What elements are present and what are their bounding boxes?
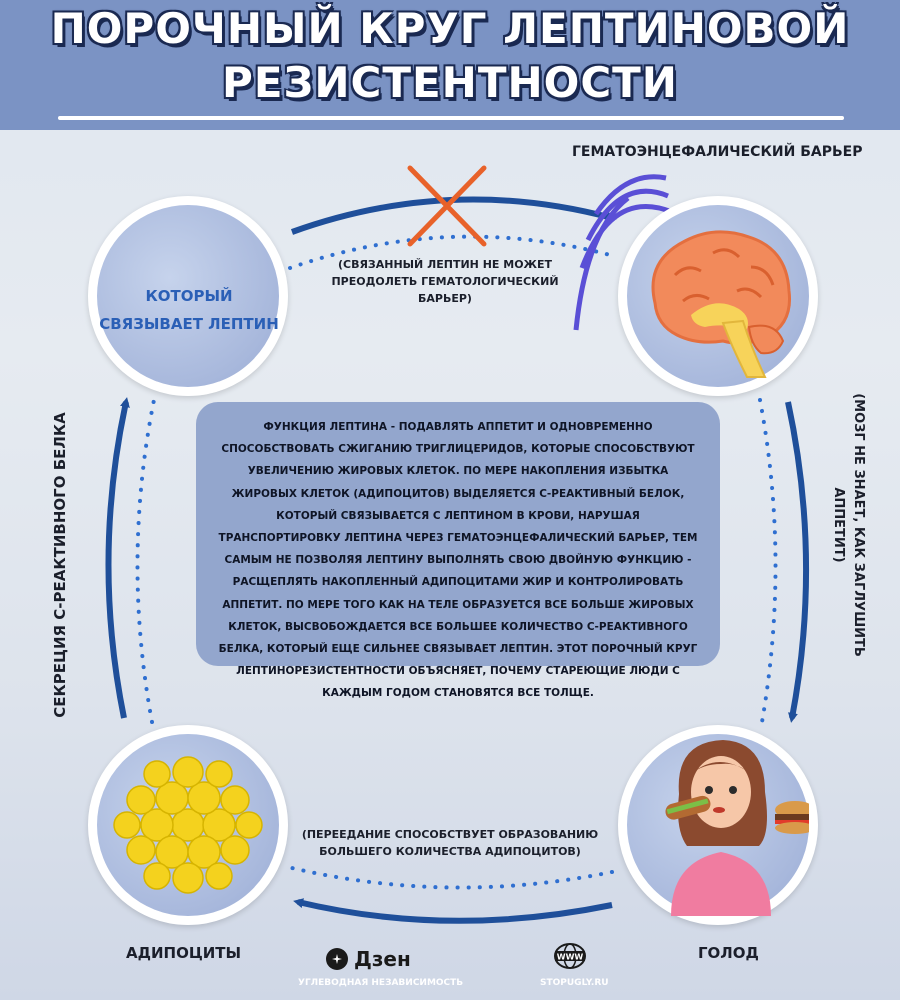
adipocytes-label: АДИПОЦИТЫ [126,944,242,962]
cross-icon [407,165,487,247]
circle-adipocytes [88,725,288,925]
dzen-subtitle: УГЛЕВОДНАЯ НЕЗАВИСИМОСТЬ [298,978,464,988]
arrow-bottom [293,898,613,924]
barrier-label: ГЕМАТОЭНЦЕФАЛИЧЕСКИЙ БАРЬЕР [572,144,863,160]
page-title-line1: ПОРОЧНЫЙ КРУГ ЛЕПТИНОВОЙ [50,4,850,53]
bottom-caption: (ПЕРЕЕДАНИЕ СПОСОБСТВУЕТ ОБРАЗОВАНИЮ БОЛ… [300,826,600,860]
dots-left [135,398,156,724]
woman-eating-icon [665,740,809,916]
c-reactive-protein-label: КОТОРЫЙ СВЯЗЫВАЕТ ЛЕПТИН [99,287,279,333]
circle-c-reactive-protein [88,196,288,396]
left-side-caption: СЕКРЕЦИЯ С-РЕАКТИВНОГО БЕЛКА [51,412,69,718]
hunger-label: ГОЛОД [698,944,759,962]
header-band [0,0,900,130]
dzen-text: Дзен [354,947,411,971]
top-caption: (СВЯЗАННЫЙ ЛЕПТИН НЕ МОЖЕТ ПРЕОДОЛЕТЬ ГЕ… [310,256,580,307]
right-caption-line1: (МОЗГ НЕ ЗНАЕТ, КАК ЗАГЛУШИТЬ [851,393,866,657]
page-title-line2: РЕЗИСТЕНТНОСТИ [222,58,678,107]
top-caption-line2: ПРЕОДОЛЕТЬ ГЕМАТОЛОГИЧЕСКИЙ БАРЬЕР) [331,275,559,305]
dzen-logo-icon [326,948,348,970]
arrow-left [105,397,130,719]
barrier-arcs-icon [573,174,673,331]
circle-brain [618,196,818,396]
brain-icon [651,230,792,378]
title-divider [58,116,844,120]
site-url[interactable]: STOPUGLY.RU [540,978,609,988]
bottom-caption-line1: (ПЕРЕЕДАНИЕ СПОСОБСТВУЕТ ОБРАЗОВАНИЮ [301,828,599,841]
right-caption-line2: АППЕТИТ) [831,487,846,563]
top-caption-line1: (СВЯЗАННЫЙ ЛЕПТИН НЕ МОЖЕТ [337,258,553,271]
circle-hunger [618,725,818,925]
dots-right [758,398,778,724]
dots-bottom [290,866,614,890]
arrow-right [785,401,810,723]
www-badge-text: WWW [557,953,584,962]
bottom-caption-line2: БОЛЬШЕГО КОЛИЧЕСТВА АДИПОЦИТОВ) [319,845,581,858]
center-description: ФУНКЦИЯ ЛЕПТИНА - ПОДАВЛЯТЬ АППЕТИТ И ОД… [196,402,720,699]
adipocytes-icon [113,756,263,894]
www-globe-icon: WWW [554,943,586,969]
dzen-brand[interactable]: Дзен [326,946,411,972]
dots-top [288,234,616,270]
right-side-caption: (МОЗГ НЕ ЗНАЕТ, КАК ЗАГЛУШИТЬ АППЕТИТ) [828,390,868,660]
